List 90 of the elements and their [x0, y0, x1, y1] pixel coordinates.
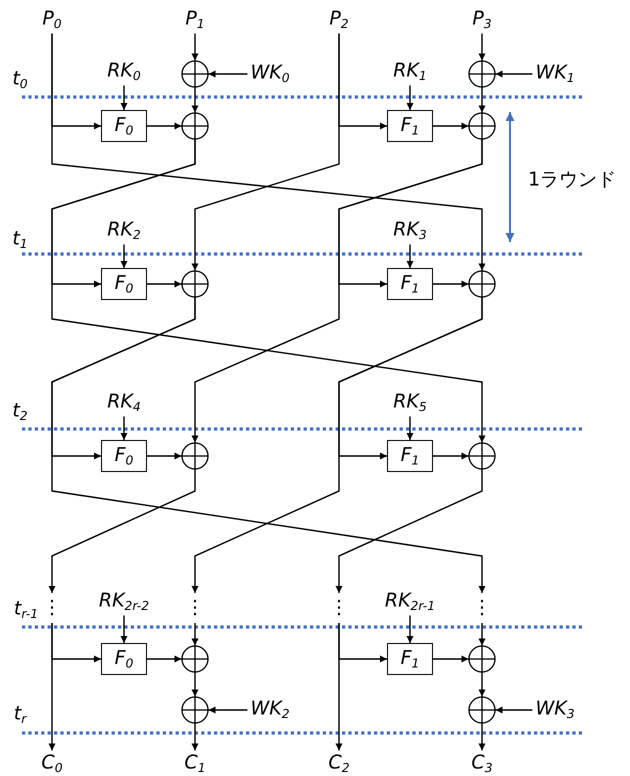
time-label: t$_{r}$ [14, 704, 26, 726]
ellipsis: ⋮ [42, 598, 62, 618]
xor-symbol [181, 60, 209, 88]
arrow [406, 616, 414, 643]
round-function-box: F$_{0}$ [101, 643, 147, 675]
arrow [478, 623, 486, 646]
arrow [336, 623, 342, 750]
arrow [433, 122, 468, 130]
key-label: RK$_{5}$ [393, 392, 427, 414]
arrow [208, 706, 248, 714]
time-label: t$_{0}$ [12, 69, 28, 91]
round-function-box: F$_{0}$ [101, 110, 147, 142]
xor-symbol [468, 270, 496, 298]
arrow [406, 244, 414, 268]
key-label: RK$_{1}$ [393, 61, 427, 83]
arrow [192, 34, 198, 60]
arrow [406, 86, 414, 110]
key-label: RK$_{4}$ [107, 392, 141, 414]
arrow [147, 122, 182, 130]
arrow [406, 416, 414, 440]
arrow [120, 616, 128, 643]
input-label: P$_{2}$ [329, 9, 349, 31]
key-label: WK$_{0}$ [250, 63, 290, 85]
round-function-box: F$_{0}$ [101, 268, 147, 300]
xor-symbol [181, 696, 209, 724]
arrow [51, 34, 486, 270]
ellipsis: ⋮ [330, 598, 348, 618]
arrow [48, 623, 56, 750]
arrow [336, 470, 483, 593]
arrow [192, 623, 198, 646]
key-label: WK$_{1}$ [535, 63, 575, 85]
time-label: t$_{r-1}$ [14, 599, 38, 621]
round-label: 1ラウンド [528, 170, 616, 190]
xor-symbol [468, 442, 496, 470]
output-label: C$_{2}$ [328, 753, 350, 775]
arrow [192, 724, 198, 750]
key-label: WK$_{3}$ [535, 699, 575, 721]
arrow [51, 298, 486, 593]
arrow [48, 470, 196, 593]
time-label: t$_{2}$ [12, 401, 28, 423]
time-label: t$_{1}$ [12, 229, 28, 251]
arrow [478, 88, 486, 112]
ellipsis: ⋮ [472, 598, 492, 618]
input-label: P$_{1}$ [185, 9, 205, 31]
arrow [192, 298, 483, 593]
xor-symbol [181, 270, 209, 298]
arrow [496, 70, 532, 78]
xor-symbol [181, 645, 209, 673]
arrow [192, 140, 483, 442]
round-function-box: F$_{1}$ [387, 643, 433, 675]
arrow [496, 706, 532, 714]
xor-symbol [468, 645, 496, 673]
xor-symbol [468, 112, 496, 140]
key-label: RK$_{2}$ [107, 220, 141, 242]
key-label: WK$_{2}$ [250, 699, 290, 721]
arrow [192, 34, 340, 270]
arrow [478, 672, 486, 696]
arrow [120, 416, 128, 440]
arrow [51, 140, 486, 442]
xor-symbol [181, 442, 209, 470]
key-label: RK$_{3}$ [393, 220, 427, 242]
key-label: RK$_{2r-1}$ [384, 591, 436, 613]
round-function-box: F$_{1}$ [387, 110, 433, 142]
output-label: C$_{0}$ [41, 753, 63, 775]
output-label: C$_{1}$ [184, 753, 206, 775]
key-label: RK$_{0}$ [107, 61, 141, 83]
arrow [147, 656, 182, 662]
input-label: P$_{3}$ [472, 9, 492, 31]
arrow [433, 452, 468, 460]
arrow [433, 280, 468, 288]
arrow [147, 452, 182, 460]
xor-symbol [181, 112, 209, 140]
key-label: RK$_{2r-2}$ [98, 591, 150, 613]
arrow [192, 88, 198, 112]
round-function-box: F$_{1}$ [387, 440, 433, 472]
xor-symbol [468, 60, 496, 88]
arrow [120, 86, 128, 110]
arrow [192, 672, 198, 696]
arrow [478, 724, 486, 750]
round-function-box: F$_{1}$ [387, 268, 433, 300]
xor-symbol [468, 696, 496, 724]
arrow [478, 34, 486, 60]
arrow [433, 656, 468, 662]
arrow [120, 244, 128, 268]
arrow [147, 280, 182, 288]
arrow [208, 70, 248, 78]
input-label: P$_{0}$ [42, 9, 62, 31]
ellipsis: ⋮ [186, 598, 204, 618]
round-function-box: F$_{0}$ [101, 440, 147, 472]
output-label: C$_{3}$ [471, 753, 493, 775]
